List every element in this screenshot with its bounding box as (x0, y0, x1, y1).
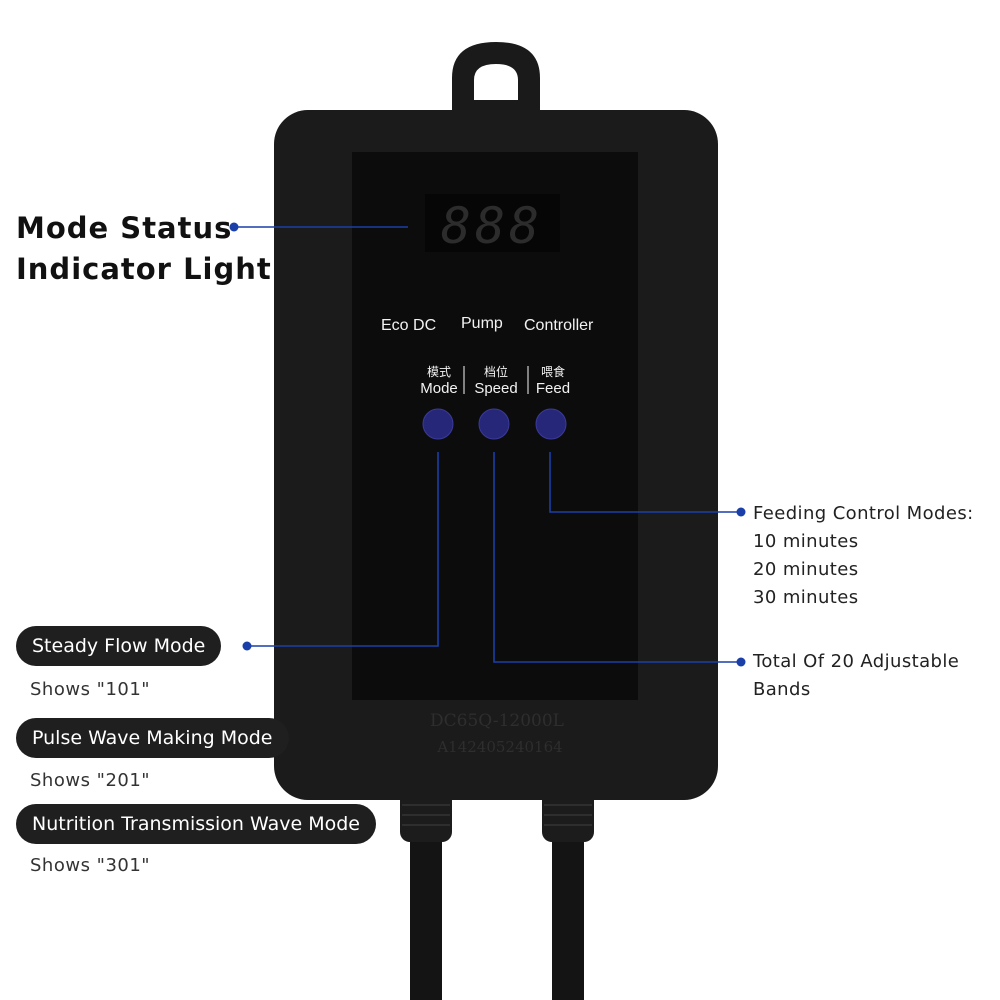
feeding-heading: Feeding Control Modes: (753, 503, 974, 524)
hanging-loop (452, 42, 540, 118)
button-label-mode-en: Mode (420, 380, 458, 397)
led-display (425, 194, 560, 252)
serial-number: A142405240164 (436, 738, 562, 756)
panel-title-controller: Controller (524, 317, 594, 334)
feeding-option: 20 minutes (753, 559, 859, 580)
model-number: DC65Q-12000L (430, 711, 564, 731)
speed-callout-line1: Total Of 20 Adjustable (753, 651, 960, 672)
button-label-feed-cn: 喂食 (541, 364, 565, 379)
mode-shows-pulse: Shows "201" (30, 770, 151, 791)
mode-pill-steady: Steady Flow Mode (16, 626, 222, 666)
speed-callout: Total Of 20 Adjustable Bands (753, 648, 959, 704)
mode-shows-nutrition: Shows "301" (30, 855, 151, 876)
speed-button[interactable] (478, 408, 510, 440)
button-label-speed-cn: 档位 (484, 364, 508, 379)
button-label-speed-en: Speed (474, 380, 517, 397)
mode-pill-nutrition: Nutrition Transmission Wave Mode (16, 804, 376, 844)
feeding-option: 10 minutes (753, 531, 859, 552)
display-callout-line1: Mode Status (16, 211, 233, 245)
button-label-mode-cn: 模式 (427, 365, 451, 379)
feed-button[interactable] (535, 408, 567, 440)
mode-button[interactable] (422, 408, 454, 440)
mode-shows-steady: Shows "101" (30, 679, 151, 700)
leader-lines (234, 226, 740, 663)
panel-title-pump: Pump (461, 315, 503, 332)
panel-title-eco: Eco DC (381, 317, 436, 334)
button-label-feed-en: Feed (536, 380, 570, 397)
cable-right (552, 820, 584, 1000)
feeding-option: 30 minutes (753, 587, 859, 608)
display-callout: Mode Status Indicator Light (16, 208, 272, 290)
leader-dots (229, 222, 746, 667)
led-digits: 888 (441, 197, 543, 255)
speed-callout-line2: Bands (753, 679, 811, 700)
display-callout-line2: Indicator Light (16, 252, 272, 286)
mode-pill-pulse: Pulse Wave Making Mode (16, 718, 289, 758)
feeding-callout: Feeding Control Modes: 10 minutes 20 min… (753, 500, 974, 612)
cable-left (410, 820, 442, 1000)
